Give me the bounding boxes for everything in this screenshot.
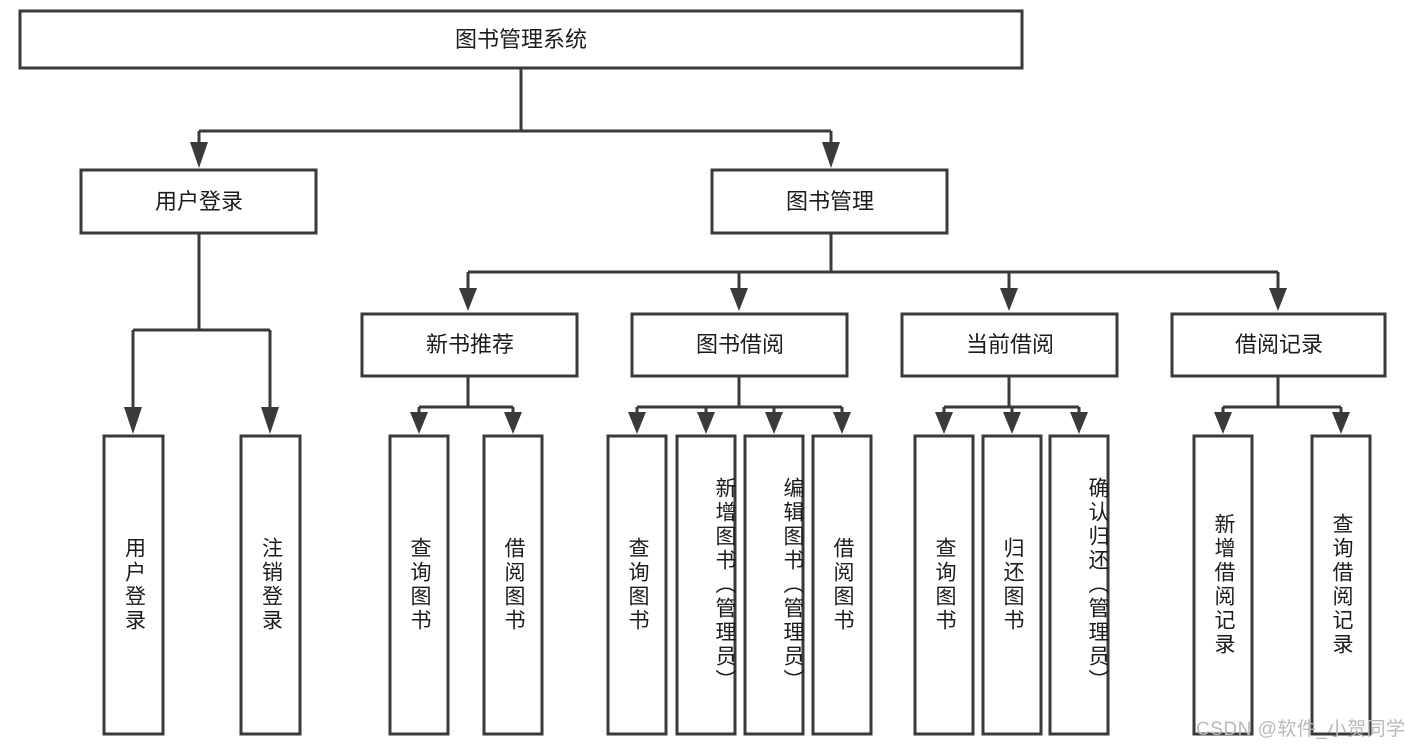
leaf-box-logout[interactable]	[239, 434, 302, 736]
arrow-head-leaf-user-login	[124, 407, 142, 434]
node-user-login[interactable]: 用户登录	[79, 168, 318, 235]
csdn-watermark: CSDN @软件_小贺同学	[1196, 719, 1405, 740]
node-box-borrow-record[interactable]	[1170, 312, 1387, 378]
arrow-head-book-mgmt	[822, 142, 840, 168]
node-current-borrow[interactable]: 当前借阅	[900, 312, 1119, 378]
node-label-book-management: 图书管理	[786, 189, 874, 214]
arrow-head-current-borrow	[1000, 288, 1018, 311]
connector-group-currentborrow-to-leaves	[935, 377, 1088, 434]
arrow-head-user-login	[190, 142, 208, 168]
arrow-head-leaf-query-book-2	[628, 412, 646, 434]
arrow-head-leaf-confirm-return	[1070, 412, 1088, 434]
arrow-head-leaf-query-book-3	[935, 412, 953, 434]
leaf-box-query-book-1[interactable]	[388, 434, 450, 736]
node-box-book-management[interactable]	[710, 168, 949, 235]
arrow-head-leaf-logout	[261, 407, 279, 434]
node-box-user-login[interactable]	[79, 168, 318, 235]
node-label-root: 图书管理系统	[455, 27, 587, 52]
arrow-head-leaf-borrow-book-1	[504, 412, 522, 434]
node-label-book-borrow: 图书借阅	[696, 332, 784, 357]
connector-group-bookborrow-to-leaves	[628, 377, 851, 434]
node-root-system[interactable]: 图书管理系统	[18, 9, 1024, 70]
arrow-head-leaf-borrow-book-2	[833, 412, 851, 434]
arrow-head-leaf-add-record	[1214, 412, 1232, 434]
node-label-borrow-record: 借阅记录	[1235, 332, 1323, 357]
leaf-box-add-record[interactable]	[1192, 434, 1254, 736]
connector-group-root-to-level2	[190, 68, 840, 168]
node-borrow-record[interactable]: 借阅记录	[1170, 312, 1387, 378]
leaf-box-confirm-return[interactable]	[1048, 434, 1110, 736]
arrow-head-borrow-record	[1269, 288, 1287, 311]
node-label-user-login: 用户登录	[155, 189, 243, 214]
leaf-box-query-book-3[interactable]	[913, 434, 975, 736]
arrow-head-book-borrow	[730, 288, 748, 311]
node-new-book-recommend[interactable]: 新书推荐	[360, 312, 579, 378]
leaf-box-user-login[interactable]	[102, 434, 165, 736]
arrow-head-leaf-edit-book	[765, 412, 783, 434]
arrow-head-leaf-add-book	[697, 412, 715, 434]
arrow-head-leaf-return-book	[1003, 412, 1021, 434]
node-book-borrow[interactable]: 图书借阅	[630, 312, 849, 378]
node-box-book-borrow[interactable]	[630, 312, 849, 378]
leaf-box-borrow-book-2[interactable]	[811, 434, 873, 736]
node-label-current-borrow: 当前借阅	[966, 332, 1054, 357]
node-box-current-borrow[interactable]	[900, 312, 1119, 378]
leaf-box-edit-book[interactable]	[743, 434, 805, 736]
connector-group-userlogin-to-leaves	[124, 234, 279, 434]
connector-group-borrowrecord-to-leaves	[1214, 377, 1350, 434]
leaf-box-query-book-2[interactable]	[606, 434, 668, 736]
arrow-head-leaf-query-record	[1332, 412, 1350, 434]
arrow-head-leaf-query-book-1	[410, 412, 428, 434]
node-label-new-book-recommend: 新书推荐	[426, 332, 514, 357]
leaf-box-query-record[interactable]	[1310, 434, 1372, 736]
leaf-box-return-book[interactable]	[981, 434, 1043, 736]
connector-group-bookmgmt-to-level3	[459, 234, 1287, 311]
leaf-box-borrow-book-1[interactable]	[482, 434, 544, 736]
node-box-root[interactable]	[18, 9, 1024, 70]
arrow-head-new-book	[459, 288, 477, 311]
node-box-new-book-recommend[interactable]	[360, 312, 579, 378]
connector-group-newbook-to-leaves	[410, 377, 522, 434]
node-book-management[interactable]: 图书管理	[710, 168, 949, 235]
leaf-box-add-book[interactable]	[675, 434, 737, 736]
